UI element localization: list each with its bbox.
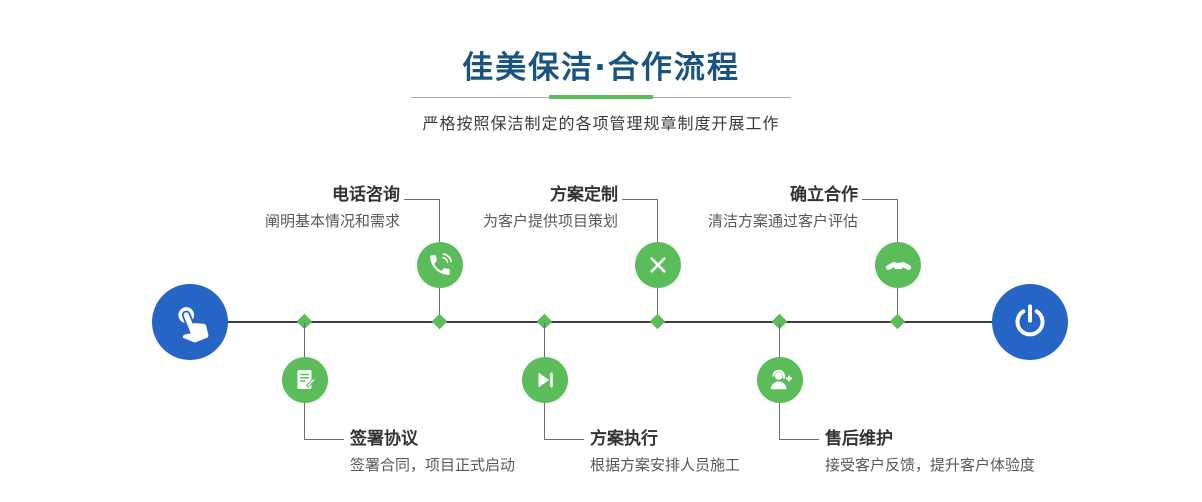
connector-line — [657, 288, 658, 321]
step-desc: 签署合同，项目正式启动 — [350, 456, 516, 474]
step-label-contract: 签署协议 签署合同，项目正式启动 — [350, 429, 515, 474]
step-label-design: 方案定制 为客户提供项目策划 — [483, 185, 618, 230]
step-node-design — [635, 242, 681, 288]
connector-line — [544, 323, 545, 357]
timeline-line — [190, 321, 1030, 323]
step-node-aftersales — [757, 357, 803, 403]
handshake-icon — [885, 252, 912, 279]
flow-start-node — [152, 284, 228, 360]
step-label-phone: 电话咨询 阐明基本情况和需求 — [265, 185, 400, 230]
connector-line — [404, 199, 440, 200]
connector-line — [304, 403, 305, 440]
connector-line — [897, 199, 898, 242]
connector-line — [544, 439, 584, 440]
connector-line — [779, 439, 819, 440]
connector-line — [304, 439, 344, 440]
pointing-hand-icon — [169, 301, 211, 343]
step-desc: 清洁方案通过客户评估 — [707, 212, 858, 230]
step-label-aftersales: 售后维护 接受客户反馈，提升客户体验度 — [825, 429, 1035, 474]
connector-line — [779, 323, 780, 357]
step-title: 签署协议 — [350, 429, 418, 449]
play-icon — [533, 368, 557, 392]
step-desc: 阐明基本情况和需求 — [264, 212, 400, 230]
step-title: 确立合作 — [790, 185, 858, 205]
connector-line — [544, 403, 545, 440]
connector-line — [657, 199, 658, 242]
timeline-diamond — [431, 313, 448, 330]
connector-line — [897, 288, 898, 321]
step-label-cooperation: 确立合作 清洁方案通过客户评估 — [708, 185, 858, 230]
contract-icon — [292, 367, 318, 393]
step-title: 电话咨询 — [332, 185, 400, 205]
timeline-diamond — [889, 313, 906, 330]
connector-line — [622, 199, 658, 200]
page-title: 佳美保洁·合作流程 — [462, 50, 740, 86]
title-divider-accent — [549, 95, 653, 99]
connector-line — [779, 403, 780, 440]
step-title: 售后维护 — [825, 429, 893, 449]
step-node-contract — [282, 357, 328, 403]
step-node-execution — [522, 357, 568, 403]
connector-line — [862, 199, 898, 200]
design-tools-icon — [645, 252, 671, 278]
headset-icon — [767, 367, 793, 393]
step-node-cooperation — [875, 242, 921, 288]
connector-line — [439, 288, 440, 321]
step-node-phone — [417, 242, 463, 288]
step-desc: 为客户提供项目策划 — [482, 212, 618, 230]
timeline-diamond — [649, 313, 666, 330]
step-label-execution: 方案执行 根据方案安排人员施工 — [590, 429, 740, 474]
flow-end-node — [992, 284, 1068, 360]
phone-icon — [427, 252, 453, 278]
connector-line — [439, 199, 440, 242]
step-desc: 根据方案安排人员施工 — [590, 456, 741, 474]
step-desc: 接受客户反馈，提升客户体验度 — [825, 456, 1036, 474]
power-icon — [1010, 302, 1050, 342]
step-title: 方案定制 — [550, 185, 618, 205]
step-title: 方案执行 — [590, 429, 658, 449]
page-subtitle: 严格按照保洁制定的各项管理规章制度开展工作 — [422, 114, 780, 133]
connector-line — [304, 323, 305, 357]
